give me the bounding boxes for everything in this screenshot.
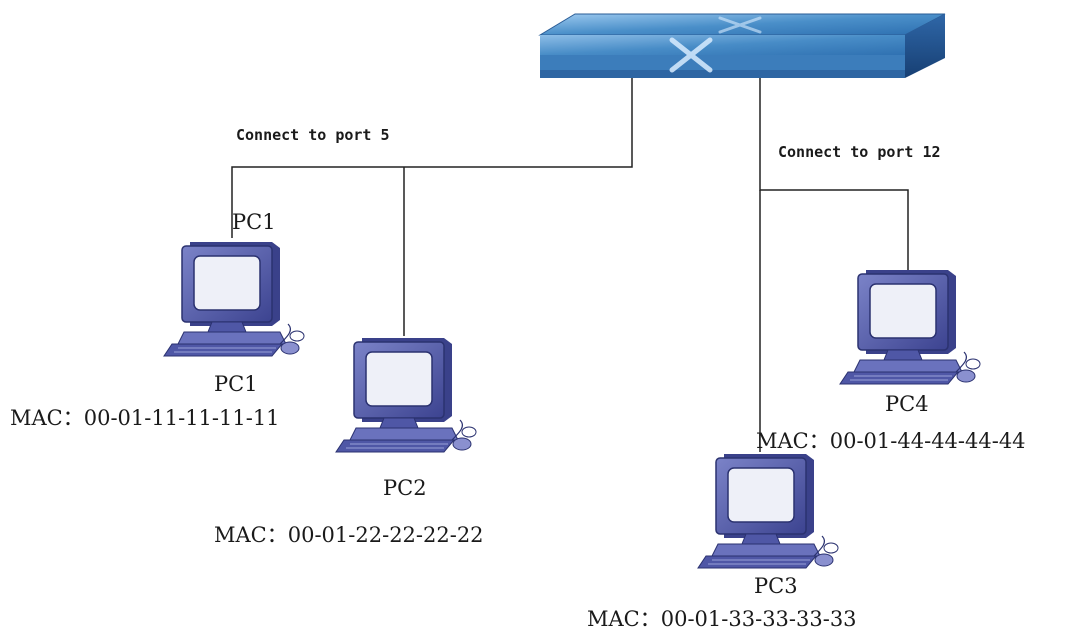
pc2-mac-label: MAC：00-01-22-22-22-22: [214, 523, 484, 547]
port-5-label: Connect to port 5: [236, 126, 390, 144]
network-switch-icon: [538, 13, 946, 78]
pc1-name-label: PC1: [214, 372, 258, 396]
pc2-name-label: PC2: [383, 476, 427, 500]
cable-lines: [231, 78, 909, 452]
pc1-top-label: PC1: [232, 210, 276, 234]
port-12-label: Connect to port 12: [778, 143, 941, 161]
pc3-mac-label: MAC：00-01-33-33-33-33: [587, 607, 857, 628]
pc4-mac-label: MAC：00-01-44-44-44-44: [756, 429, 1026, 453]
pc4-name-label: PC4: [885, 392, 929, 416]
pc3-name-label: PC3: [754, 574, 798, 598]
pc4-computer-icon: [839, 269, 981, 385]
pc1-mac-label: MAC：00-01-11-11-11-11: [10, 406, 280, 430]
pc2-computer-icon: [335, 337, 477, 453]
pc3-computer-icon: [697, 453, 839, 569]
pc1-computer-icon: [163, 241, 305, 357]
